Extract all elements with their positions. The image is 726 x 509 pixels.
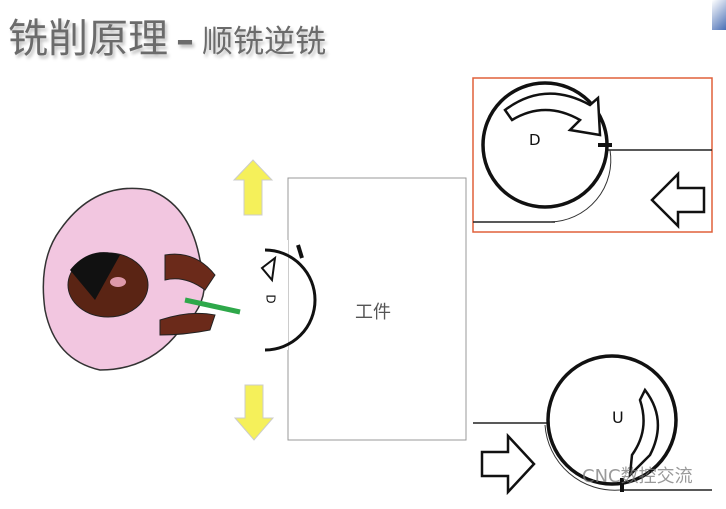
slide-corner-decoration bbox=[712, 0, 726, 30]
slide-title: 铣削原理–顺铣逆铣 bbox=[8, 6, 326, 64]
feed-arrow-left bbox=[650, 170, 706, 230]
cutter-u-label: U bbox=[612, 408, 624, 427]
center-cutter bbox=[264, 248, 317, 352]
title-main: 铣削原理 bbox=[8, 16, 168, 62]
operator-figure bbox=[42, 187, 241, 371]
feed-arrow-up bbox=[232, 159, 274, 216]
cutter-d-label: D bbox=[529, 131, 541, 149]
title-dash: – bbox=[176, 20, 194, 61]
center-cutter-label: D bbox=[263, 294, 278, 304]
feed-arrow-down bbox=[233, 384, 275, 441]
feed-arrow-right bbox=[480, 432, 536, 496]
watermark: CNC数控交流 bbox=[582, 466, 693, 487]
workpiece-label: 工件 bbox=[355, 302, 391, 323]
title-sub: 顺铣逆铣 bbox=[202, 24, 326, 60]
